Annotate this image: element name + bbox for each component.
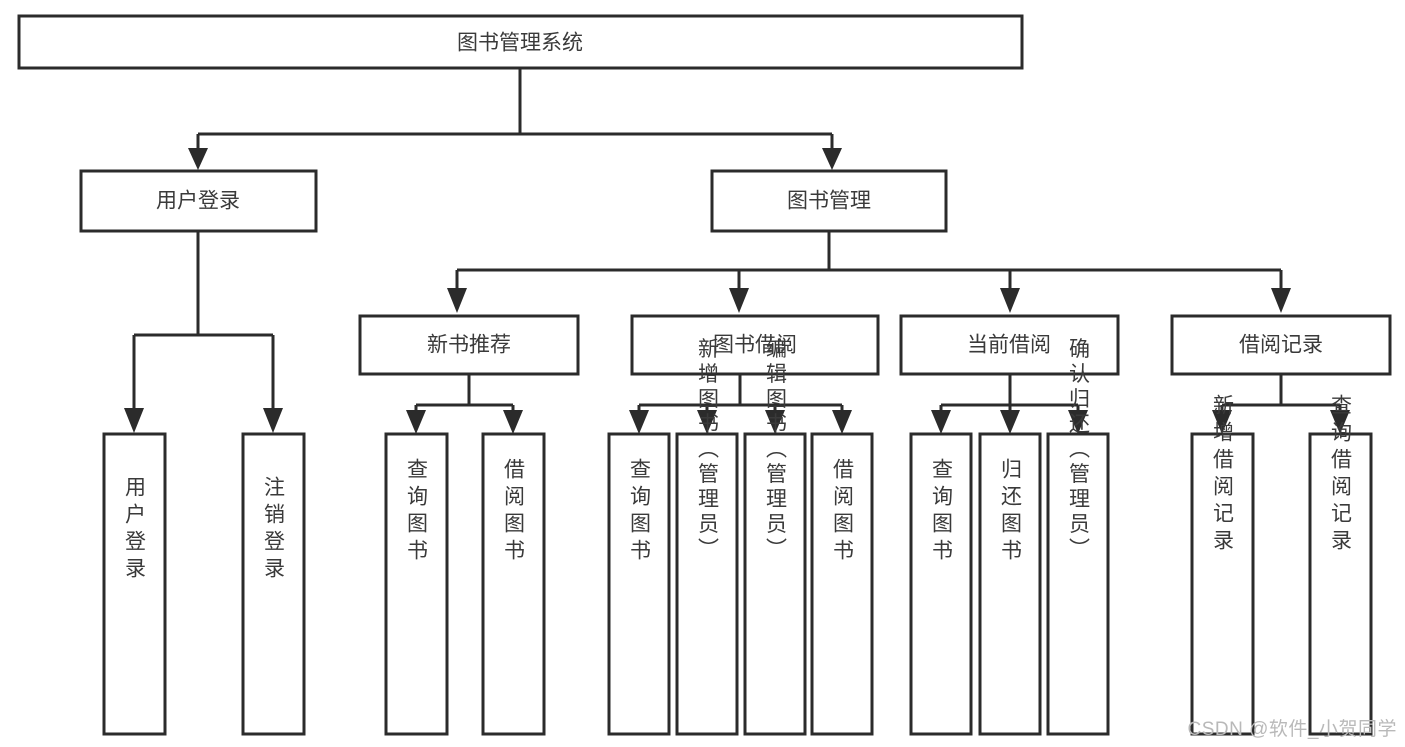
arrow-head-icon	[697, 410, 717, 434]
node-leaf-box[interactable]	[1046, 432, 1110, 736]
node-borrow-record-box[interactable]	[1170, 314, 1392, 376]
node-leaf-current-borrow-2[interactable]: 归还图书	[978, 432, 1042, 736]
node-leaf-current-borrow-3[interactable]: 确认归还（管理员）	[1046, 338, 1110, 736]
connector-group-book-borrow	[629, 375, 852, 434]
connector-group-book-manage	[447, 232, 1291, 313]
node-book-manage-box[interactable]	[710, 169, 948, 233]
node-current-borrow-box[interactable]	[899, 314, 1120, 376]
node-borrow-record[interactable]: 借阅记录	[1170, 314, 1392, 376]
node-leaf-box[interactable]	[102, 432, 167, 736]
node-leaf-label: 归还图书	[999, 458, 1023, 566]
node-leaf-box[interactable]	[1308, 432, 1373, 736]
arrow-head-icon	[188, 148, 208, 170]
node-leaf-user-login-2[interactable]: 注销登录	[241, 432, 306, 736]
arrow-head-icon	[503, 410, 523, 434]
node-root[interactable]: 图书管理系统	[17, 14, 1024, 70]
node-leaf-book-borrow-1[interactable]: 查询图书	[607, 432, 671, 736]
node-leaf-box[interactable]	[607, 432, 671, 736]
node-leaf-label: 借阅图书	[831, 458, 855, 566]
node-leaf-user-login-1[interactable]: 用户登录	[102, 432, 167, 736]
node-leaf-label: 新增图书（管理员）	[696, 338, 720, 563]
connector-group-borrow-record	[1212, 375, 1350, 434]
node-leaf-new-book-1[interactable]: 查询图书	[384, 432, 449, 736]
node-current-borrow[interactable]: 当前借阅	[899, 314, 1120, 376]
node-leaf-box[interactable]	[743, 432, 807, 736]
node-new-book-recommend-box[interactable]	[358, 314, 580, 376]
connector-group-new-book	[406, 375, 523, 434]
arrow-head-icon	[1271, 288, 1291, 313]
node-new-book-recommend-label: 新书推荐	[427, 334, 511, 357]
node-leaf-box[interactable]	[481, 432, 546, 736]
node-book-borrow-label: 图书借阅	[713, 334, 797, 357]
node-root-box[interactable]	[17, 14, 1024, 70]
node-current-borrow-label: 当前借阅	[967, 334, 1051, 357]
node-leaf-label: 查询图书	[628, 458, 652, 566]
node-leaf-box[interactable]	[810, 432, 874, 736]
node-leaf-book-borrow-4[interactable]: 借阅图书	[810, 432, 874, 736]
arrow-head-icon	[406, 410, 426, 434]
arrow-head-icon	[1212, 410, 1232, 434]
arrow-head-icon	[931, 410, 951, 434]
node-leaf-label: 确认归还（管理员）	[1067, 338, 1091, 563]
node-user-login-box[interactable]	[79, 169, 318, 233]
node-leaf-box[interactable]	[675, 432, 739, 736]
node-book-manage[interactable]: 图书管理	[710, 169, 948, 233]
node-root-label: 图书管理系统	[457, 32, 583, 55]
node-leaf-box[interactable]	[384, 432, 449, 736]
arrow-head-icon	[765, 410, 785, 434]
arrow-head-icon	[1330, 410, 1350, 434]
connector-group-user-login	[124, 232, 283, 433]
arrow-head-icon	[729, 288, 749, 313]
node-borrow-record-label: 借阅记录	[1239, 334, 1323, 357]
node-leaf-new-book-2[interactable]: 借阅图书	[481, 432, 546, 736]
connector-group-current-borrow	[931, 375, 1088, 434]
node-leaf-label: 查询图书	[405, 458, 429, 566]
node-leaf-label: 新增借阅记录	[1211, 394, 1235, 556]
node-leaf-label: 注销登录	[262, 476, 286, 584]
arrow-head-icon	[447, 288, 467, 313]
arrow-head-icon	[822, 148, 842, 170]
node-book-borrow[interactable]: 图书借阅	[630, 314, 880, 376]
node-leaf-box[interactable]	[978, 432, 1042, 736]
arrow-head-icon	[124, 408, 144, 433]
connector-group-root	[188, 68, 842, 170]
arrow-head-icon	[1000, 288, 1020, 313]
node-leaf-box[interactable]	[1190, 432, 1255, 736]
arrow-head-icon	[1000, 410, 1020, 434]
node-leaf-box[interactable]	[241, 432, 306, 736]
node-leaf-box[interactable]	[909, 432, 973, 736]
node-leaf-label: 借阅图书	[502, 458, 526, 566]
node-leaf-current-borrow-1[interactable]: 查询图书	[909, 432, 973, 736]
node-leaf-book-borrow-2[interactable]: 新增图书（管理员）	[675, 338, 739, 736]
node-leaf-book-borrow-3[interactable]: 编辑图书（管理员）	[743, 338, 807, 736]
node-user-login-label: 用户登录	[156, 190, 240, 213]
watermark-label: CSDN @软件_小贺同学	[1187, 719, 1397, 740]
node-book-borrow-box[interactable]	[630, 314, 880, 376]
arrow-head-icon	[832, 410, 852, 434]
arrow-head-icon	[1068, 410, 1088, 434]
arrow-head-icon	[263, 408, 283, 433]
node-book-manage-label: 图书管理	[787, 190, 871, 213]
node-leaf-label: 编辑图书（管理员）	[764, 338, 788, 563]
arrow-head-icon	[629, 410, 649, 434]
node-user-login[interactable]: 用户登录	[79, 169, 318, 233]
node-leaf-borrow-record-2[interactable]: 查询借阅记录	[1308, 394, 1373, 736]
node-leaf-borrow-record-1[interactable]: 新增借阅记录	[1190, 394, 1255, 736]
node-new-book-recommend[interactable]: 新书推荐	[358, 314, 580, 376]
node-leaf-label: 用户登录	[123, 476, 147, 584]
node-leaf-label: 查询借阅记录	[1329, 394, 1353, 556]
node-leaf-label: 查询图书	[930, 458, 954, 566]
